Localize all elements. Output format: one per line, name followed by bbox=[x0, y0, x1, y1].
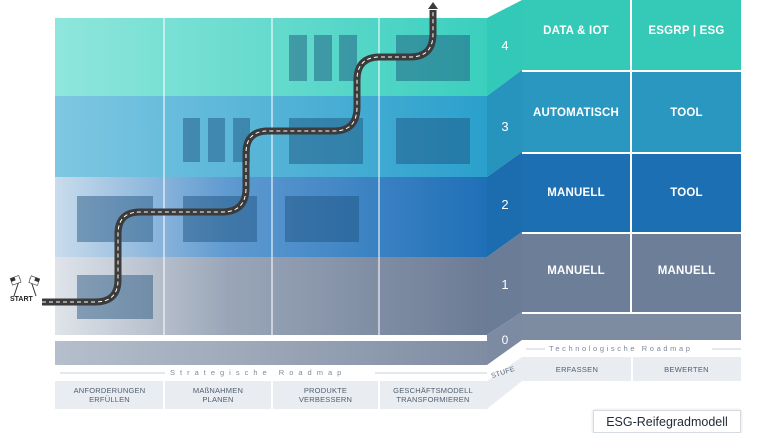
cell-level4-bewerten: ESGRP | ESG bbox=[648, 25, 725, 37]
cell-level3-bewerten: TOOL bbox=[670, 107, 703, 119]
checkered-flag-icon bbox=[9, 275, 41, 297]
caption: ESG-Reifegradmodell bbox=[593, 410, 741, 433]
strategic-roadmap-title: Strategische Roadmap bbox=[170, 368, 347, 377]
level-number-1: 1 bbox=[501, 277, 509, 292]
strategic-column-4: GESCHÄFTSMODELL TRANSFORMIEREN bbox=[393, 386, 473, 404]
column-separators bbox=[163, 18, 380, 335]
tech-column-erfassen: ERFASSEN bbox=[555, 364, 599, 374]
band-level3 bbox=[55, 96, 487, 177]
band-level1 bbox=[55, 257, 487, 335]
tech-column-bewerten: BEWERTEN bbox=[664, 364, 709, 374]
arrow-head-icon bbox=[428, 2, 438, 9]
face-level1 bbox=[487, 232, 522, 335]
tech-matrix bbox=[522, 0, 741, 340]
level-number-3: 3 bbox=[501, 119, 509, 134]
cell-level1-erfassen: MANUELL bbox=[547, 265, 605, 277]
strategic-column-1: ANFORDERUNGEN ERFÜLLEN bbox=[73, 386, 146, 404]
face-level2 bbox=[487, 152, 522, 257]
face-level3 bbox=[487, 70, 522, 177]
cell-level2-erfassen: MANUELL bbox=[547, 187, 605, 199]
level-number-0: 0 bbox=[501, 333, 509, 347]
face-level0 bbox=[487, 312, 522, 365]
level-number-4: 4 bbox=[501, 38, 509, 53]
technology-roadmap-title: Technologische Roadmap bbox=[549, 344, 693, 353]
roadmap-path bbox=[42, 10, 437, 306]
cell-level4-erfassen: DATA & IOT bbox=[543, 25, 609, 37]
strategic-column-3: PRODUKTE VERBESSERN bbox=[298, 386, 353, 404]
band-level0 bbox=[55, 341, 487, 365]
cell-level1-bewerten: MANUELL bbox=[657, 265, 716, 277]
cell-level2-bewerten: TOOL bbox=[670, 187, 703, 199]
stufe-face bbox=[487, 357, 522, 409]
level-number-2: 2 bbox=[501, 197, 509, 212]
cell-level3-erfassen: AUTOMATISCH bbox=[532, 107, 620, 119]
strategic-column-2: MAßNAHMEN PLANEN bbox=[192, 386, 244, 404]
start-label: START bbox=[10, 296, 33, 303]
face-level4 bbox=[487, 0, 522, 96]
